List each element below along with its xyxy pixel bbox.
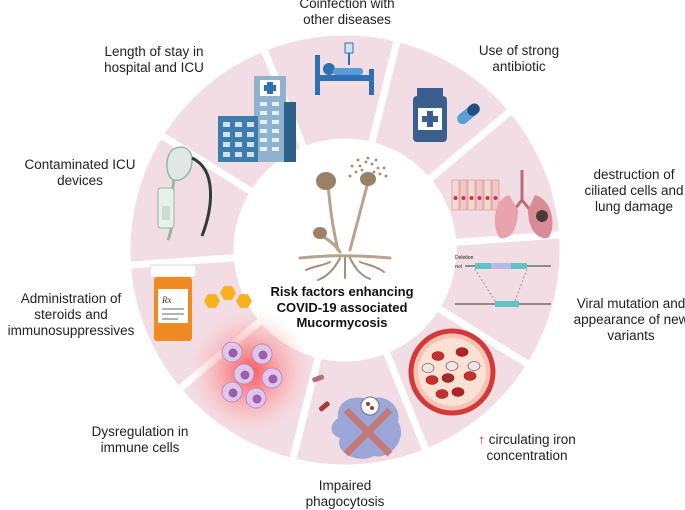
- center-title-line2: COVID-19 associated: [276, 299, 408, 315]
- mucor-fungus-icon: [298, 156, 392, 281]
- center-disc: [237, 142, 453, 358]
- dna-deletion-icon: Deletion Ref: [455, 255, 551, 307]
- immune-cells-icon: [188, 310, 312, 434]
- patient-bed-icon: [315, 42, 374, 95]
- svg-text:Ref: Ref: [455, 264, 463, 269]
- blood-vessel-icon: [408, 328, 496, 416]
- factor-label-steroids: Administration of steroids and immunosup…: [7, 291, 135, 338]
- factor-label-phagocytosis: Impaired phagocytosis: [305, 478, 385, 509]
- sector-group: [123, 28, 567, 472]
- hospital-building-icon: [218, 76, 296, 162]
- svg-text:Rx: Rx: [161, 295, 172, 305]
- svg-text:Deletion: Deletion: [455, 255, 474, 261]
- up-arrow-icon: ↑: [478, 432, 485, 447]
- oxygen-mask-icon: [157, 146, 212, 241]
- center-title-line3: Mucormycosis: [296, 315, 388, 330]
- factor-label-iron: ↑ circulating iron concentration: [478, 432, 576, 463]
- factor-label-immune-dysregulation: Dysregulation in immune cells: [91, 424, 189, 455]
- medicine-bottle-icon: [413, 88, 480, 142]
- factor-label-antibiotic: Use of strong antibiotic: [478, 43, 560, 74]
- factor-label-viral-mutation: Viral mutation and appearance of new var…: [573, 296, 685, 343]
- factor-label-icu-devices: Contaminated ICU devices: [24, 157, 136, 188]
- factor-label-lung-damage: destruction of ciliated cells and lung d…: [584, 167, 684, 214]
- macrophage-icon: [312, 374, 402, 459]
- center-title-line1: Risk factors enhancing: [270, 284, 414, 299]
- factor-label-coinfection: Coinfection with other diseases: [299, 0, 395, 27]
- pill-bottle-icon: Rx: [149, 264, 252, 341]
- lungs-icon: [451, 170, 553, 239]
- factor-label-hospital-stay: Length of stay in hospital and ICU: [104, 44, 204, 75]
- center-title: Risk factors enhancing COVID-19 associat…: [262, 284, 422, 331]
